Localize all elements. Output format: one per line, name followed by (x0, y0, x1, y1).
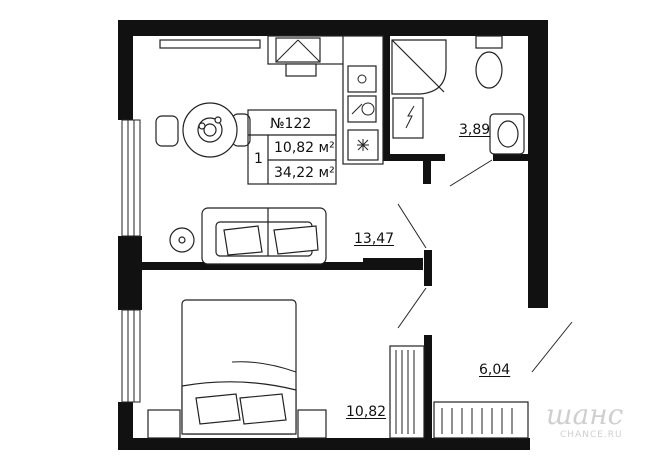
drawer-unit (285, 63, 317, 77)
wall-kitchen-bedroom (133, 262, 363, 270)
room-area-kitchen-living: 13,47 (354, 231, 395, 247)
wardrobe-hall (433, 401, 529, 439)
wall-hall-west-lower (424, 335, 432, 440)
wall-kitchen-bedroom-2 (363, 258, 423, 270)
toilet-icon (475, 51, 503, 89)
watermark-url: CHANCE.RU (560, 430, 623, 440)
living-area: 10,82 м² (274, 140, 335, 156)
window-bedroom (121, 309, 141, 403)
nightstand-right (297, 409, 327, 439)
total-area: 34,22 м² (274, 165, 335, 181)
wall-west-top (118, 20, 133, 120)
door-entrance (531, 321, 573, 373)
door-kitchen (397, 203, 427, 249)
watermark-logo: шанс (546, 398, 624, 431)
chair-left (155, 115, 179, 147)
apartment-info-card (247, 109, 337, 185)
door-bedroom (397, 287, 427, 329)
wall-south (118, 438, 530, 450)
window-kitchen (121, 119, 141, 237)
wall-bath-west (383, 36, 390, 160)
wall-hall-west (424, 250, 432, 286)
room-area-hallway: 6,04 (479, 362, 511, 378)
wall-bath-south (383, 154, 445, 161)
nightstand-left (147, 409, 181, 439)
room-area-bathroom: 3,89 (459, 122, 491, 138)
wall-west-mid (118, 236, 142, 310)
room-area-bedroom: 10,82 (346, 404, 387, 420)
wardrobe-bedroom (389, 345, 425, 439)
apartment-number: №122 (270, 116, 312, 132)
toilet-tank (475, 35, 503, 49)
wall-north (118, 20, 548, 36)
hood-icon (275, 37, 321, 63)
wall-bath-south-2 (493, 154, 528, 161)
wall-east (528, 20, 548, 308)
wall-hall-stub (423, 154, 431, 184)
kitchen-shelf (159, 39, 261, 49)
water-heater-icon (392, 97, 424, 139)
room-count: 1 (254, 151, 263, 167)
sink-icon (347, 65, 377, 93)
door-bathroom (449, 159, 493, 187)
